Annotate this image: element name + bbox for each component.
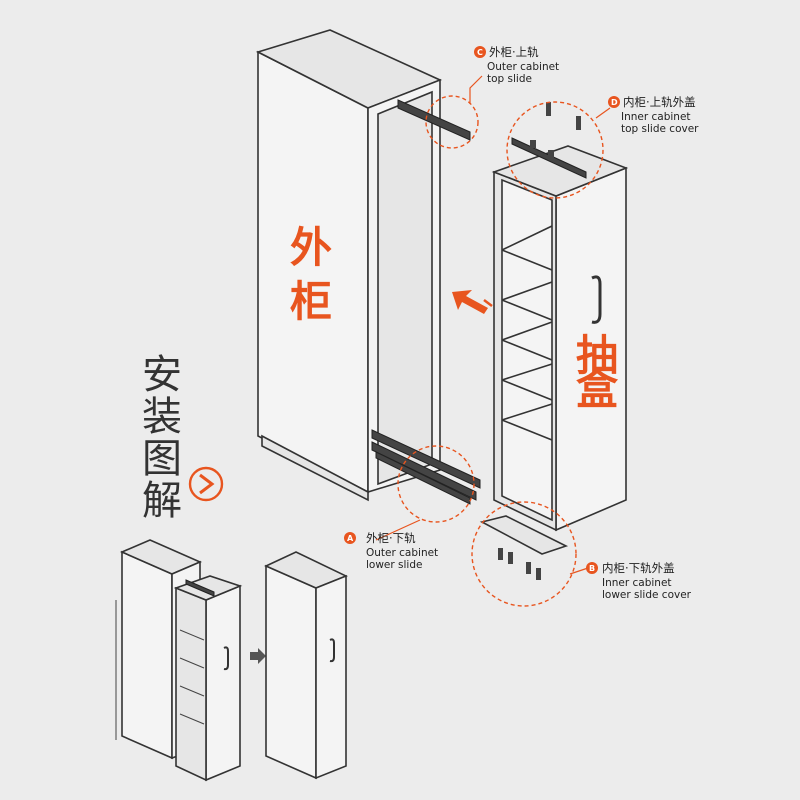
arrow-up-left-icon <box>452 290 493 314</box>
title-char-4: 解 <box>142 478 182 524</box>
outer-cabinet-label-char-1: 外 <box>290 223 332 272</box>
callout-d-en-1: Inner cabinet <box>621 111 691 123</box>
detail-circle-c <box>425 95 479 149</box>
callout-inner-lower-slide-cover: B 内柜·下轨外盖 Inner cabinet lower slide cove… <box>586 561 692 601</box>
detail-circle-b <box>471 501 577 607</box>
top-screws <box>530 102 581 158</box>
drawer-unit <box>479 102 629 580</box>
outer-cabinet-top-rail <box>397 99 471 141</box>
callout-d-en-2: top slide cover <box>621 123 699 135</box>
diagram-title: 安 装 图 解 <box>142 352 182 524</box>
callout-b-cn: 内柜·下轨外盖 <box>602 561 675 575</box>
callout-a-badge <box>344 532 356 544</box>
title-char-1: 安 <box>142 352 182 398</box>
drawer-label-char-1: 抽 <box>576 331 618 380</box>
arrow-right-icon <box>250 648 266 664</box>
callout-c-badge <box>474 46 486 58</box>
callout-b-badge <box>586 562 598 574</box>
drawer-handle <box>591 275 602 324</box>
detail-circle-d <box>506 101 604 199</box>
title-char-2: 装 <box>142 394 182 440</box>
step-1-cabinet-with-drawer-out <box>115 539 243 782</box>
outer-cabinet <box>255 29 481 505</box>
callout-a-en-1: Outer cabinet <box>366 547 438 559</box>
callout-a-en-2: lower slide <box>366 559 422 571</box>
leader-a <box>375 519 421 541</box>
outer-cabinet-lower-rails <box>371 429 481 505</box>
callout-c-cn: 外柜·上轨 <box>489 45 539 59</box>
detail-callouts <box>375 75 611 607</box>
outer-cabinet-opening <box>377 90 433 486</box>
callout-d-badge <box>608 96 620 108</box>
callout-c-en-2: top slide <box>487 73 532 85</box>
detail-circle-a <box>397 445 475 523</box>
outer-cabinet-label-char-2: 柜 <box>290 277 332 326</box>
leader-b <box>569 567 589 575</box>
callout-outer-lower-slide: A 外柜·下轨 Outer cabinet lower slide <box>344 531 438 571</box>
drawer-shelves <box>501 225 553 441</box>
callout-outer-top-slide: C 外柜·上轨 Outer cabinet top slide <box>474 45 559 85</box>
callout-d-cn: 内柜·上轨外盖 <box>623 95 696 109</box>
lower-screws <box>498 548 541 580</box>
callout-a-badge-letter: A <box>347 534 354 543</box>
drawer-label: 抽 盒 <box>576 331 619 414</box>
title-char-3: 图 <box>142 436 182 482</box>
outer-cabinet-plinth <box>261 434 369 502</box>
callout-c-en-1: Outer cabinet <box>487 61 559 73</box>
drawer-label-char-2: 盒 <box>576 365 619 414</box>
outer-cabinet-side <box>257 50 369 494</box>
callout-b-en-1: Inner cabinet <box>602 577 672 589</box>
callout-d-badge-letter: D <box>611 98 618 107</box>
callout-inner-top-slide-cover: D 内柜·上轨外盖 Inner cabinet top slide cover <box>608 95 699 135</box>
leader-d <box>595 107 611 119</box>
drawer-lower-slide-cover <box>479 515 569 555</box>
chevron-right-circle-icon <box>188 466 224 502</box>
step-2-cabinet-closed <box>264 551 348 780</box>
callout-b-badge-letter: B <box>589 564 595 573</box>
outer-cabinet-label: 外 柜 <box>290 223 332 326</box>
callout-c-badge-letter: C <box>477 48 483 57</box>
callout-b-en-2: lower slide cover <box>602 589 692 601</box>
callout-a-cn: 外柜·下轨 <box>366 531 416 545</box>
leader-c <box>469 75 483 104</box>
